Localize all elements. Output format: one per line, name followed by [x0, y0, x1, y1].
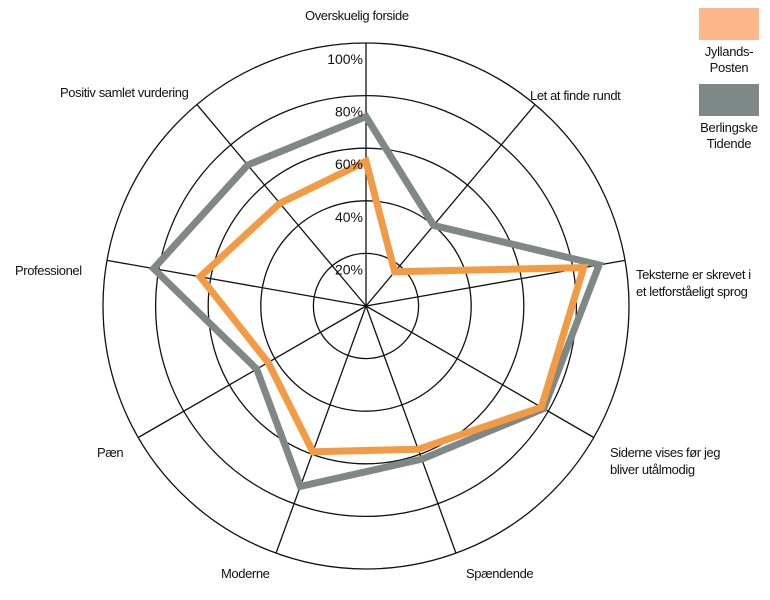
axis-label-paen: Pæn: [97, 445, 124, 460]
axis-line-1: [365, 104, 536, 307]
axis-line-5: [275, 305, 367, 554]
series-line-berlingske-tidende: [148, 112, 604, 491]
tick-label-100: 100%: [327, 51, 363, 67]
tick-label-60: 60%: [335, 156, 363, 172]
tick-label-20: 20%: [335, 261, 363, 277]
axis-line-6: [137, 305, 367, 439]
axis-label-spaendende: Spændende: [466, 566, 534, 581]
tick-label-40: 40%: [335, 209, 363, 225]
axis-label-moderne: Moderne: [221, 566, 270, 581]
tick-label-80: 80%: [335, 104, 363, 120]
legend-label-jyllands-posten: Jyllands-Posten: [704, 44, 754, 75]
axis-label-professionel: Professionel: [15, 263, 82, 278]
series-line-jyllands-posten: [195, 156, 589, 456]
legend-swatch-berlingske-tidende: [699, 84, 759, 116]
axis-label-overskuelig-forside: Overskuelig forside: [305, 8, 409, 23]
axis-label-positiv-samlet-vurdering: Positiv samlet vurdering: [60, 85, 189, 100]
axis-line-4: [365, 305, 457, 554]
axis-label-let-at-finde-rundt: Let at finde rundt: [530, 88, 621, 103]
axis-line-7: [106, 259, 367, 307]
legend-swatch-jyllands-posten: [699, 8, 759, 40]
axis-line-3: [365, 305, 595, 439]
